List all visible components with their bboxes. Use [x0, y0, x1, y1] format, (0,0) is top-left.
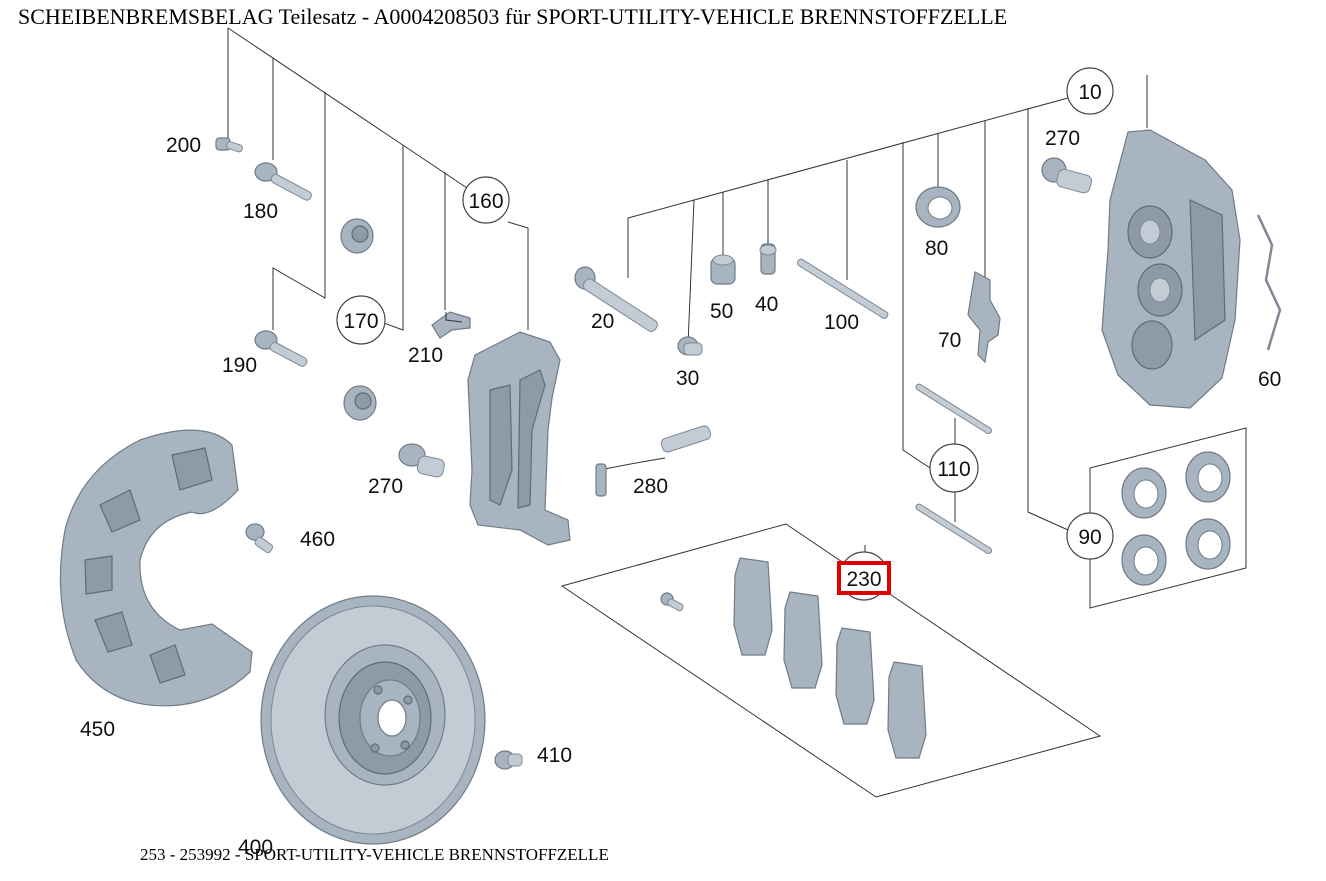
diagram-title: SCHEIBENBREMSBELAG Teilesatz - A00042085… [18, 4, 1008, 29]
callout-170[interactable]: 170 [343, 310, 378, 333]
seal-kit-90-icon [1121, 451, 1231, 586]
nut-170-upper-icon [340, 218, 374, 254]
callout-50[interactable]: 50 [710, 300, 733, 323]
callout-400[interactable]: 400 [238, 836, 273, 859]
selected-part-highlight [837, 561, 891, 595]
callout-410[interactable]: 410 [537, 744, 572, 767]
bolt-270-upper-icon [1041, 157, 1092, 194]
callout-230[interactable]: 230 [846, 568, 881, 591]
callout-90-bubble [1066, 512, 1114, 560]
callout-110[interactable]: 110 [937, 458, 970, 481]
callout-10[interactable]: 10 [1078, 81, 1101, 104]
seal-80-icon [915, 186, 961, 228]
callout-190[interactable]: 190 [222, 354, 257, 377]
callout-280[interactable]: 280 [633, 475, 668, 498]
spring-wire-60-icon [1256, 214, 1282, 351]
nut-170-lower-icon [343, 385, 377, 421]
bolt-270-lower-icon [398, 443, 445, 478]
callout-460[interactable]: 460 [300, 528, 335, 551]
callout-30[interactable]: 30 [676, 367, 699, 390]
callout-10-bubble [1066, 67, 1114, 115]
caliper-10-icon [1101, 129, 1241, 409]
leader-lines [227, 27, 1247, 798]
caliper-bracket-160-icon [467, 331, 571, 546]
wear-sensor-280-icon [595, 425, 712, 497]
callout-20[interactable]: 20 [591, 310, 614, 333]
bolt-190-icon [254, 330, 308, 367]
bolt-200-icon [215, 137, 243, 153]
guide-pin-20-icon [574, 266, 658, 332]
callout-40[interactable]: 40 [755, 293, 778, 316]
clip-210-icon [431, 311, 471, 339]
diagram-footer: 253 - 253992 - SPORT-UTILITY-VEHICLE BRE… [140, 845, 609, 864]
brake-pad-set-230-icon [660, 557, 927, 759]
cap-30-icon [677, 336, 703, 356]
bolt-180-icon [254, 162, 312, 201]
brake-disc-400-icon [260, 595, 486, 845]
screw-460-icon [245, 523, 274, 554]
splash-shield-450-icon [59, 429, 253, 707]
callout-180[interactable]: 180 [243, 200, 278, 223]
bleed-valve-40-icon [759, 243, 777, 275]
callout-70[interactable]: 70 [938, 329, 961, 352]
cap-50-icon [710, 254, 736, 285]
callout-100[interactable]: 100 [824, 311, 859, 334]
callout-270-lower[interactable]: 270 [368, 475, 403, 498]
pin-110-upper-icon [915, 383, 992, 435]
callout-200[interactable]: 200 [166, 134, 201, 157]
callout-450[interactable]: 450 [80, 718, 115, 741]
screw-410-icon [494, 750, 523, 770]
callout-110-bubble [929, 443, 979, 493]
callout-210[interactable]: 210 [408, 344, 443, 367]
callout-60[interactable]: 60 [1258, 368, 1281, 391]
callout-270-upper[interactable]: 270 [1045, 127, 1080, 150]
callout-80[interactable]: 80 [925, 237, 948, 260]
callout-170-bubble [336, 295, 386, 345]
pin-100-icon [796, 258, 889, 319]
callout-160-bubble [462, 176, 510, 224]
callout-160[interactable]: 160 [468, 190, 503, 213]
pin-110-lower-icon [915, 503, 992, 555]
callout-labels: 10 20 30 40 50 60 70 80 90 100 110 160 1… [80, 81, 1281, 859]
callout-90[interactable]: 90 [1078, 526, 1101, 549]
spring-clip-70-icon [967, 271, 1001, 364]
